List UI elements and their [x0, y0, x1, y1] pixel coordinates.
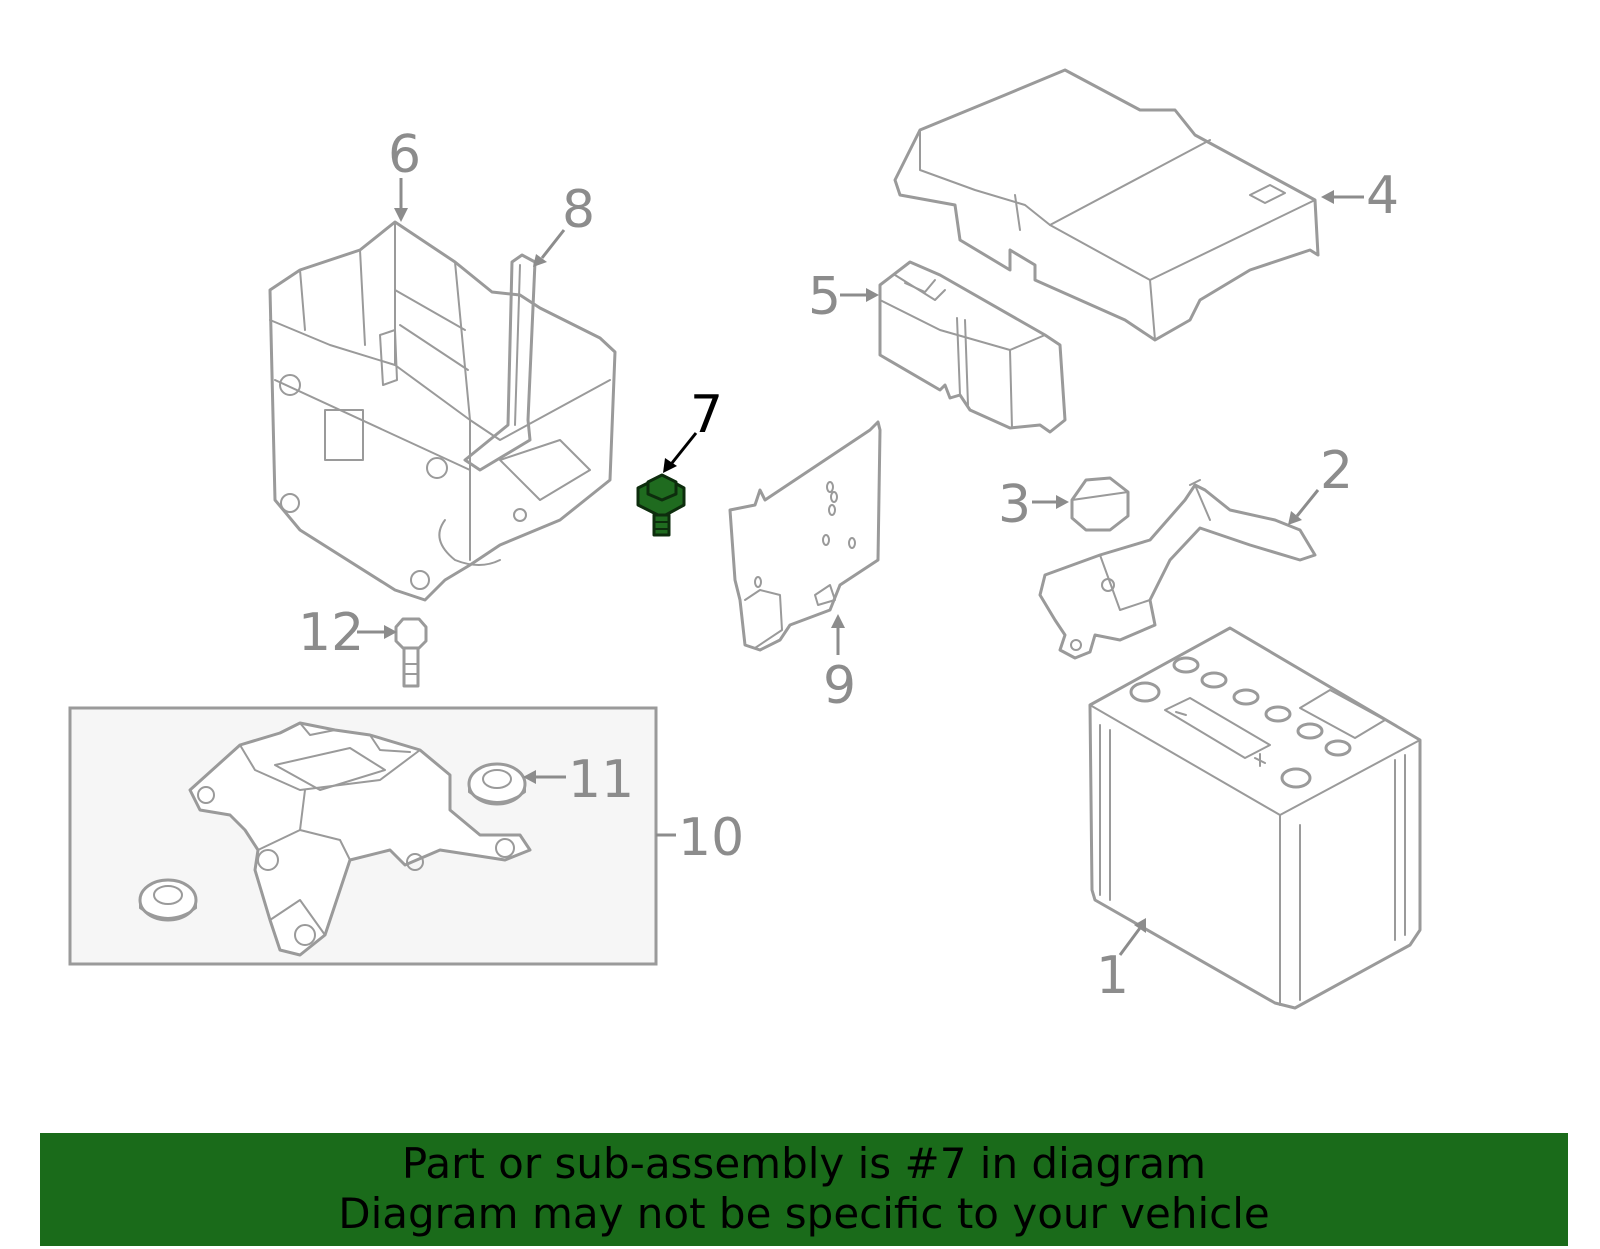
- callout-labels: 6 8 7 12 11 10 9 5 4 3 2 1: [298, 125, 1399, 1006]
- callout-7[interactable]: 7: [690, 385, 723, 445]
- callout-8[interactable]: 8: [562, 180, 595, 240]
- battery-cover-part-4: [893, 68, 1320, 342]
- terminal-cap-part-3: [1070, 476, 1130, 532]
- callout-leaders: [357, 178, 1364, 956]
- banner-line-1: Part or sub-assembly is #7 in diagram: [401, 1139, 1207, 1188]
- fuse-box-part-5: [878, 260, 1067, 434]
- callout-2[interactable]: 2: [1320, 441, 1353, 501]
- grommet-part-11: [467, 762, 527, 806]
- grommet-lower: [138, 878, 198, 922]
- callout-12[interactable]: 12: [298, 603, 364, 663]
- callout-leader-7: [663, 432, 698, 473]
- mount-bracket-part-10: [188, 721, 532, 957]
- callout-9[interactable]: 9: [823, 656, 856, 716]
- callout-3[interactable]: 3: [998, 475, 1031, 535]
- hold-down-strap-part-8: [463, 253, 537, 472]
- callout-10[interactable]: 10: [678, 808, 744, 868]
- callout-11[interactable]: 11: [568, 750, 634, 810]
- callout-5[interactable]: 5: [808, 267, 841, 327]
- callout-6[interactable]: 6: [388, 125, 421, 185]
- selected-bolt-part-7[interactable]: [636, 473, 686, 537]
- callout-1[interactable]: 1: [1096, 946, 1129, 1006]
- banner-line-2: Diagram may not be specific to your vehi…: [338, 1189, 1270, 1238]
- callout-4[interactable]: 4: [1366, 166, 1399, 226]
- bracket-plate-part-9: [728, 420, 882, 652]
- battery-part-1: [1088, 626, 1422, 1010]
- bolt-part-12: [394, 617, 428, 688]
- battery-tray-part-6: [268, 220, 617, 602]
- hold-down-clamp-part-2: [1038, 479, 1317, 660]
- notice-banner: Part or sub-assembly is #7 in diagram Di…: [40, 1133, 1568, 1246]
